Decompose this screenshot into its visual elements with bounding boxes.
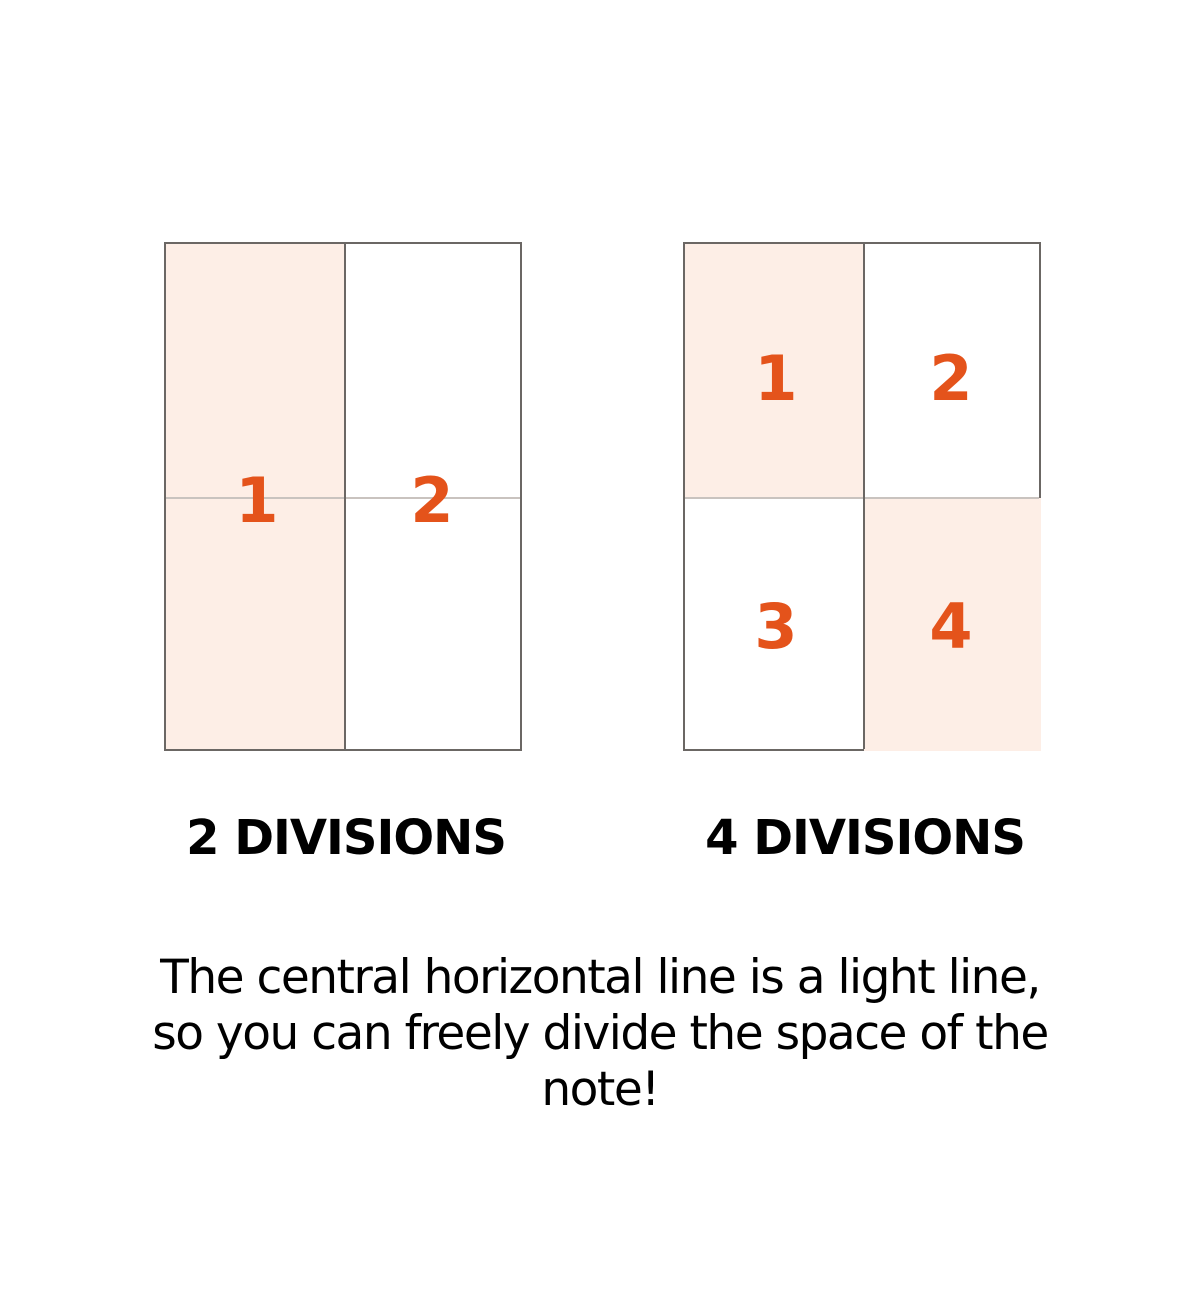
caption-text: The central horizontal line is a light l… — [152, 950, 1049, 1117]
light-horizontal-line — [685, 497, 1039, 499]
division-4-shaded-area — [864, 498, 1041, 751]
two-divisions-label: 2 DIVISIONS — [186, 810, 507, 866]
division-number-1: 1 — [235, 464, 279, 537]
division-number-1: 1 — [754, 342, 798, 415]
division-number-3: 3 — [754, 590, 798, 663]
vertical-divider-line — [344, 244, 346, 749]
division-number-2: 2 — [929, 342, 973, 415]
division-number-4: 4 — [929, 590, 973, 663]
two-divisions-diagram: 1 2 — [164, 242, 522, 751]
four-divisions-diagram: 1 2 3 4 — [683, 242, 1041, 751]
vertical-divider-line — [863, 244, 865, 749]
division-1-shaded-area — [685, 244, 863, 498]
light-horizontal-line — [166, 497, 520, 499]
four-divisions-label: 4 DIVISIONS — [705, 810, 1026, 866]
division-1-shaded-area — [166, 244, 344, 749]
division-number-2: 2 — [410, 464, 454, 537]
